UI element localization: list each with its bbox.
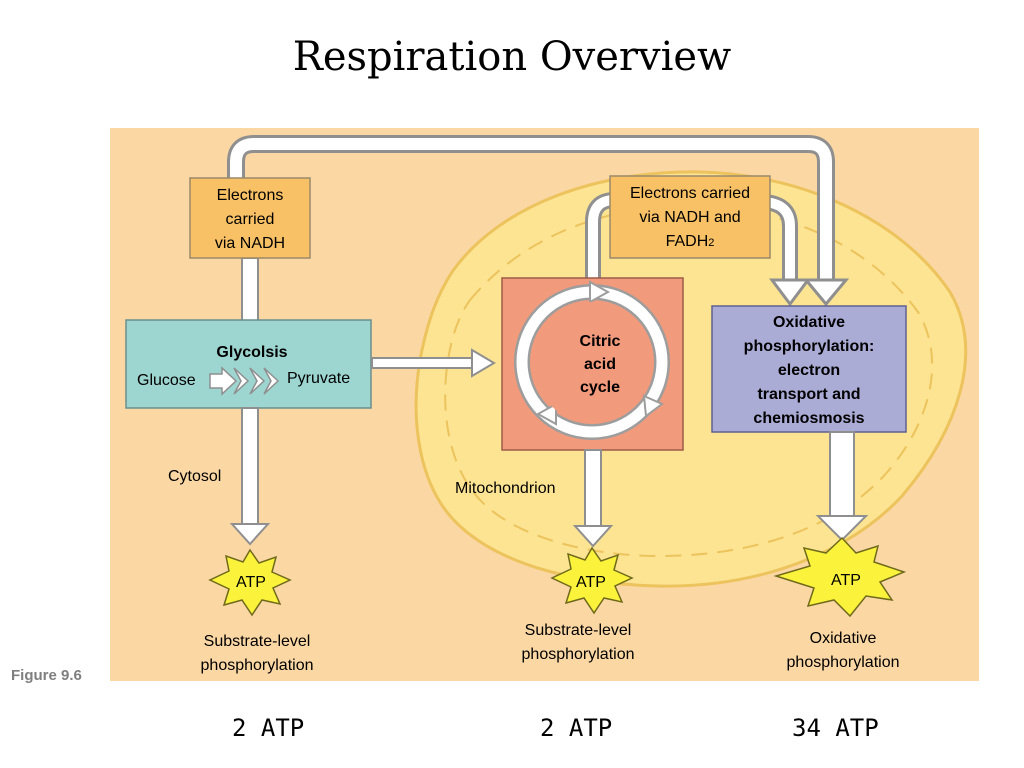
pyruvate-label: Pyruvate: [287, 370, 350, 387]
oxidative-caption-line-2: phosphorylation: [787, 654, 900, 671]
atp-label-glycolysis: ATP: [236, 574, 266, 591]
electrons-fadh2-line-2: via NADH and: [639, 209, 740, 226]
oxidative-box-line-3: electron: [778, 362, 840, 379]
citric-atp-arrow: [572, 449, 614, 548]
electrons-nadh-line-1: Electrons: [217, 187, 284, 204]
atp-total-oxidative: 34 ATP: [792, 714, 879, 742]
electrons-nadh-line-3: via NADH: [215, 235, 285, 252]
oxidative-box-line-2: phosphorylation:: [744, 338, 875, 355]
oxidative-phosphorylation-box: Oxidative phosphorylation: electron tran…: [711, 305, 907, 433]
atp-star-citric: ATP: [550, 546, 634, 615]
oxidative-box-line-4: transport and: [757, 386, 860, 403]
cycle-arrowhead-bottom: [535, 402, 557, 426]
atp-label-citric: ATP: [576, 574, 606, 591]
glycolysis-connector: [241, 257, 259, 323]
electrons-nadh-fadh2-box: Electrons carried via NADH and FADH2: [609, 175, 771, 259]
glycolysis-atp-arrow: [229, 407, 271, 546]
oxidative-caption-line-1: Oxidative: [810, 630, 877, 647]
cytosol-label: Cytosol: [168, 468, 221, 485]
citric-label-line-1: Citric: [580, 333, 621, 350]
oxidative-box-line-1: Oxidative: [773, 314, 845, 331]
atp-star-oxidative: ATP: [773, 536, 907, 618]
pyruvate-transfer-arrow: [371, 348, 496, 378]
electrons-fadh2-line-3: FADH2: [666, 233, 715, 250]
mitochondrion-label: Mitochondrion: [455, 480, 556, 497]
atp-label-oxidative: ATP: [831, 572, 861, 589]
glycolysis-title: Glycolsis: [216, 344, 287, 361]
substrate-caption-2-line-2: phosphorylation: [522, 646, 635, 663]
substrate-caption-1-line-1: Substrate-level: [204, 633, 311, 650]
glucose-to-pyruvate-arrows: [209, 366, 280, 396]
glucose-label: Glucose: [137, 372, 196, 389]
electrons-nadh-line-2: carried: [226, 211, 275, 228]
citric-label-line-3: cycle: [580, 379, 620, 396]
mitochondrion-inner-membrane: [444, 204, 934, 558]
electrons-nadh-box: Electrons carried via NADH: [189, 177, 311, 259]
substrate-caption-2-line-1: Substrate-level: [525, 622, 632, 639]
citric-acid-cycle-box: Citric acid cycle: [501, 277, 684, 451]
electrons-fadh2-line-1: Electrons carried: [630, 185, 750, 202]
figure-label: Figure 9.6: [11, 667, 82, 684]
oxidative-atp-arrow: [815, 431, 869, 542]
cycle-arrowhead-top: [589, 280, 611, 304]
atp-star-glycolysis: ATP: [208, 548, 292, 617]
substrate-caption-1-line-2: phosphorylation: [201, 657, 314, 674]
citric-label-line-2: acid: [584, 356, 616, 373]
glycolysis-box: Glycolsis Glucose Pyruvate: [125, 319, 372, 409]
slide-title: Respiration Overview: [292, 34, 732, 80]
nadh-electron-arrow: [227, 135, 850, 307]
oxidative-box-line-5: chemiosmosis: [753, 410, 864, 427]
atp-total-citric: 2 ATP: [540, 714, 613, 742]
cycle-arrowhead-right: [642, 394, 664, 418]
atp-total-glycolysis: 2 ATP: [232, 714, 305, 742]
